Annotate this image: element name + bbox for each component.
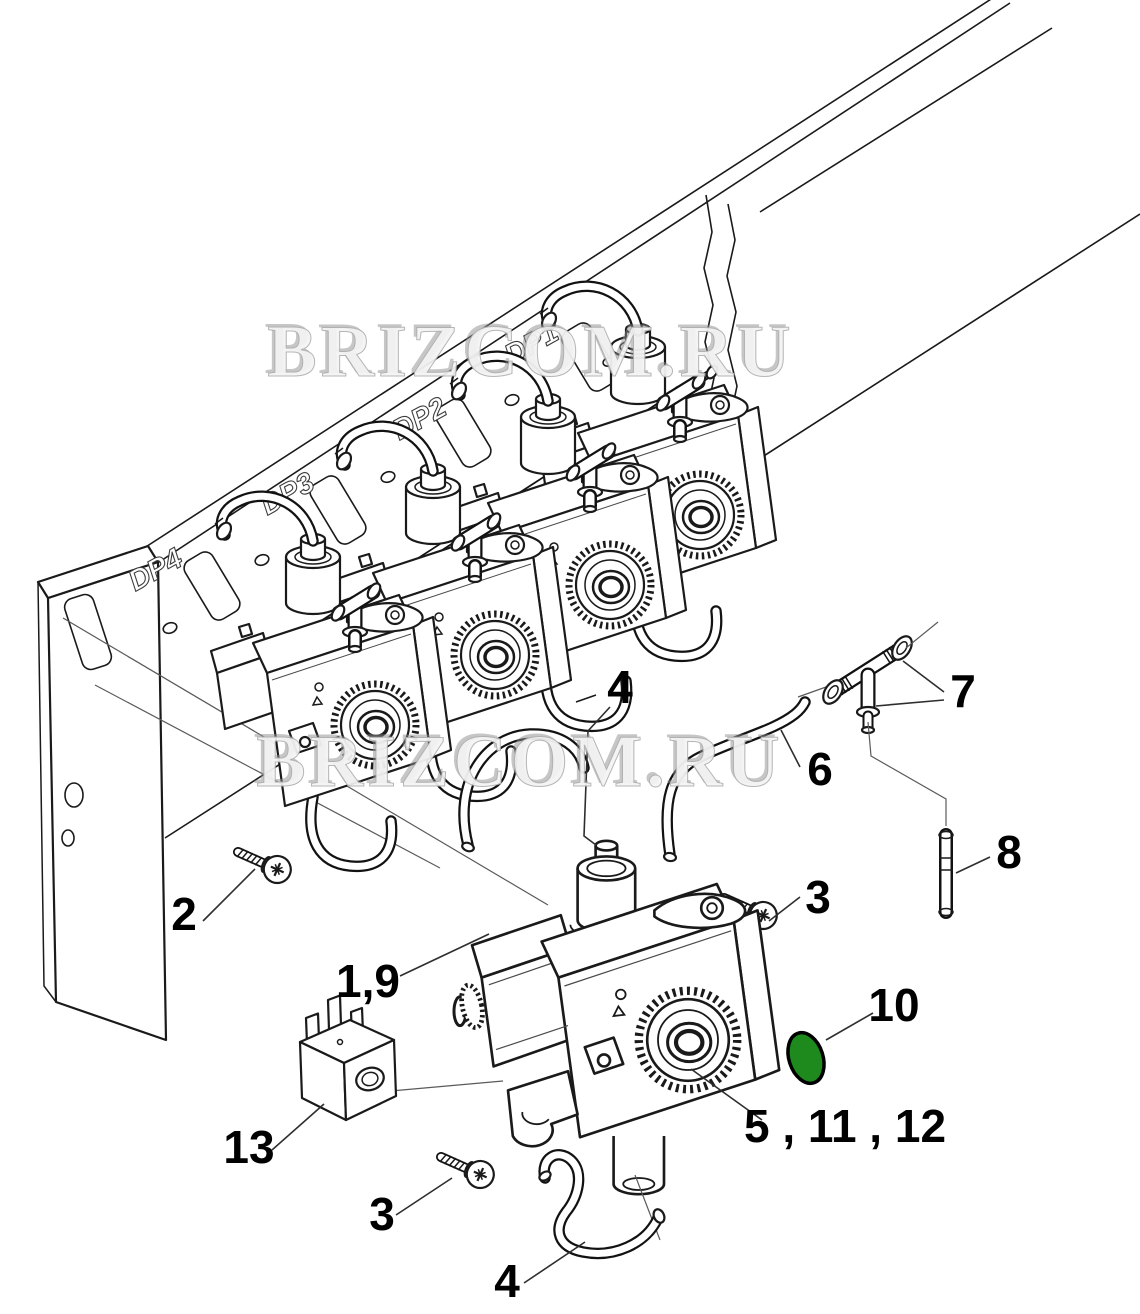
- callouts: 2 4 6 7 8 3 1,9 10: [171, 660, 1022, 1307]
- hose-top: [458, 728, 590, 853]
- seal-part: [786, 1030, 826, 1086]
- svg-text:6: 6: [807, 743, 833, 795]
- svg-text:4: 4: [494, 1255, 520, 1307]
- callout-5-11-12: 5 , 11 , 12: [690, 1068, 946, 1152]
- pin-part: [867, 721, 954, 919]
- callout-13: 13: [223, 1103, 325, 1173]
- svg-text:10: 10: [868, 979, 919, 1031]
- panel-cutout: [183, 551, 241, 621]
- svg-text:13: 13: [223, 1121, 274, 1173]
- callout-2: 2: [171, 868, 256, 940]
- svg-text:BRIZCOM.RU: BRIZCOM.RU: [267, 311, 794, 393]
- panel-hole: [162, 621, 178, 635]
- callout-8: 8: [955, 826, 1022, 878]
- screw-valve-bottom: [436, 1145, 499, 1193]
- panel-cutout: [309, 475, 367, 545]
- hose-bottom: [538, 1149, 666, 1260]
- svg-text:4: 4: [607, 661, 633, 713]
- svg-text:3: 3: [805, 871, 831, 923]
- panel-hole: [380, 470, 396, 484]
- panel-slot: [575, 694, 597, 703]
- callout-1-9: 1,9: [336, 933, 490, 1007]
- svg-text:2: 2: [171, 888, 197, 940]
- callout-4-bottom: 4: [494, 1241, 586, 1307]
- svg-text:BRIZCOM.RU: BRIZCOM.RU: [264, 308, 791, 390]
- svg-text:1,9: 1,9: [336, 955, 400, 1007]
- panel-cutout: [561, 322, 619, 392]
- hose-long: [661, 686, 827, 863]
- exploded-valve: [452, 839, 779, 1196]
- callout-4-top: 4: [583, 661, 633, 846]
- watermark-top: BRIZCOM.RU BRIZCOM.RU: [264, 308, 794, 394]
- panel-hole: [254, 553, 270, 567]
- panel-hole: [504, 393, 520, 407]
- svg-text:7: 7: [950, 665, 976, 717]
- valve-foot-bracket: [495, 1025, 579, 1148]
- callout-3-bottom: 3: [369, 1177, 453, 1240]
- callout-3-right: 3: [768, 871, 831, 923]
- valve-bottom-port: [612, 1136, 666, 1196]
- svg-text:3: 3: [369, 1188, 395, 1240]
- svg-text:BRIZCOM.RU: BRIZCOM.RU: [253, 718, 780, 800]
- svg-text:8: 8: [996, 826, 1022, 878]
- callout-6: 6: [780, 729, 833, 795]
- panel-end-bracket: [36, 544, 168, 1042]
- svg-text:5 , 11 , 12: 5 , 11 , 12: [744, 1100, 946, 1152]
- callout-7: 7: [875, 660, 976, 717]
- tee-fitting: [822, 621, 939, 735]
- callout-10: 10: [825, 979, 920, 1041]
- screw-panel: [233, 840, 296, 888]
- watermark-middle: BRIZCOM.RU BRIZCOM.RU: [253, 718, 783, 804]
- solenoid-coil: [298, 994, 398, 1122]
- panel-cutout: [434, 398, 492, 468]
- svg-text:BRIZCOM.RU: BRIZCOM.RU: [256, 721, 783, 803]
